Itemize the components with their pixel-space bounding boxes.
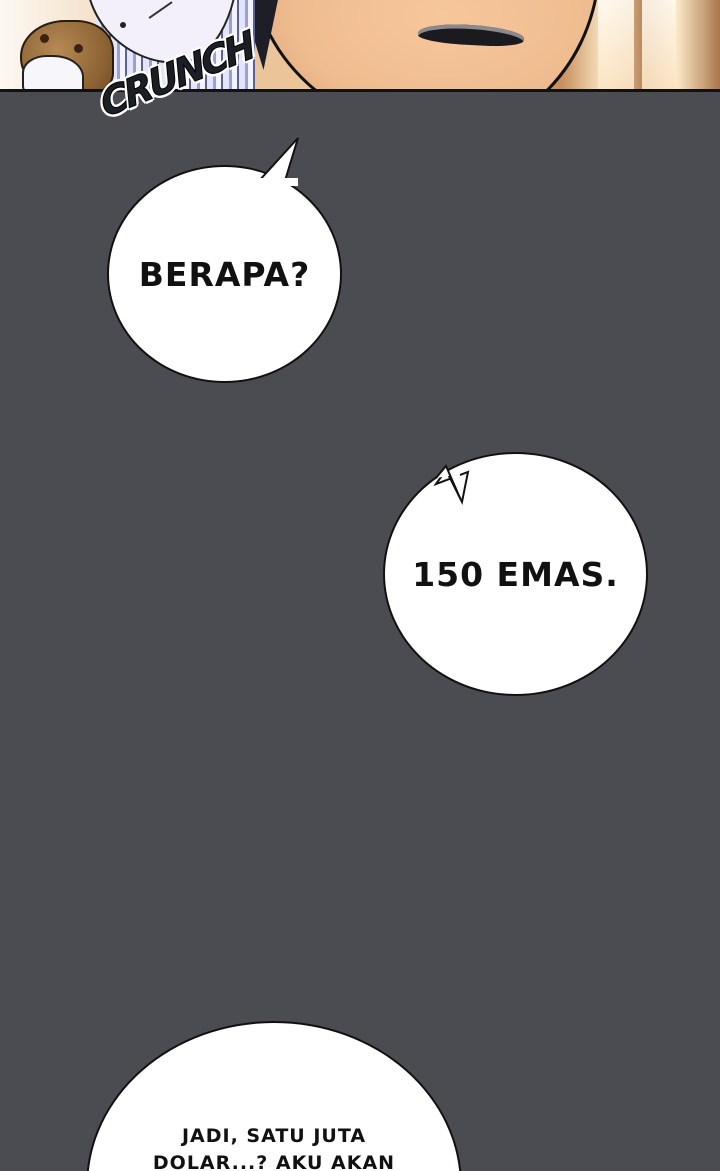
speech-bubble-2: 150 EMAS.: [383, 452, 648, 696]
art-panel-top: [0, 0, 720, 92]
window-light: [642, 0, 676, 89]
girl-eye: [120, 22, 126, 28]
cookie-chip: [40, 34, 49, 43]
bubble-tail-1: [258, 137, 299, 186]
bubble-tail-2-spike: [436, 464, 461, 499]
speech-bubble-1: BERAPA?: [107, 165, 342, 383]
speech-bubble-3: JADI, SATU JUTA DOLAR...? AKU AKAN: [86, 1021, 462, 1171]
bubble-text: 150 EMAS.: [412, 554, 619, 594]
man-face: [250, 0, 601, 89]
bubble-text: BERAPA?: [138, 254, 311, 294]
window-light: [598, 0, 634, 89]
bubble-text: JADI, SATU JUTA DOLAR...? AKU AKAN: [153, 1123, 395, 1171]
bubble-text-line: DOLAR...? AKU AKAN: [152, 1152, 396, 1171]
cookie-chip: [74, 44, 83, 53]
white-glove-hand: [22, 55, 84, 89]
bubble-text-line: JADI, SATU JUTA: [181, 1125, 367, 1147]
